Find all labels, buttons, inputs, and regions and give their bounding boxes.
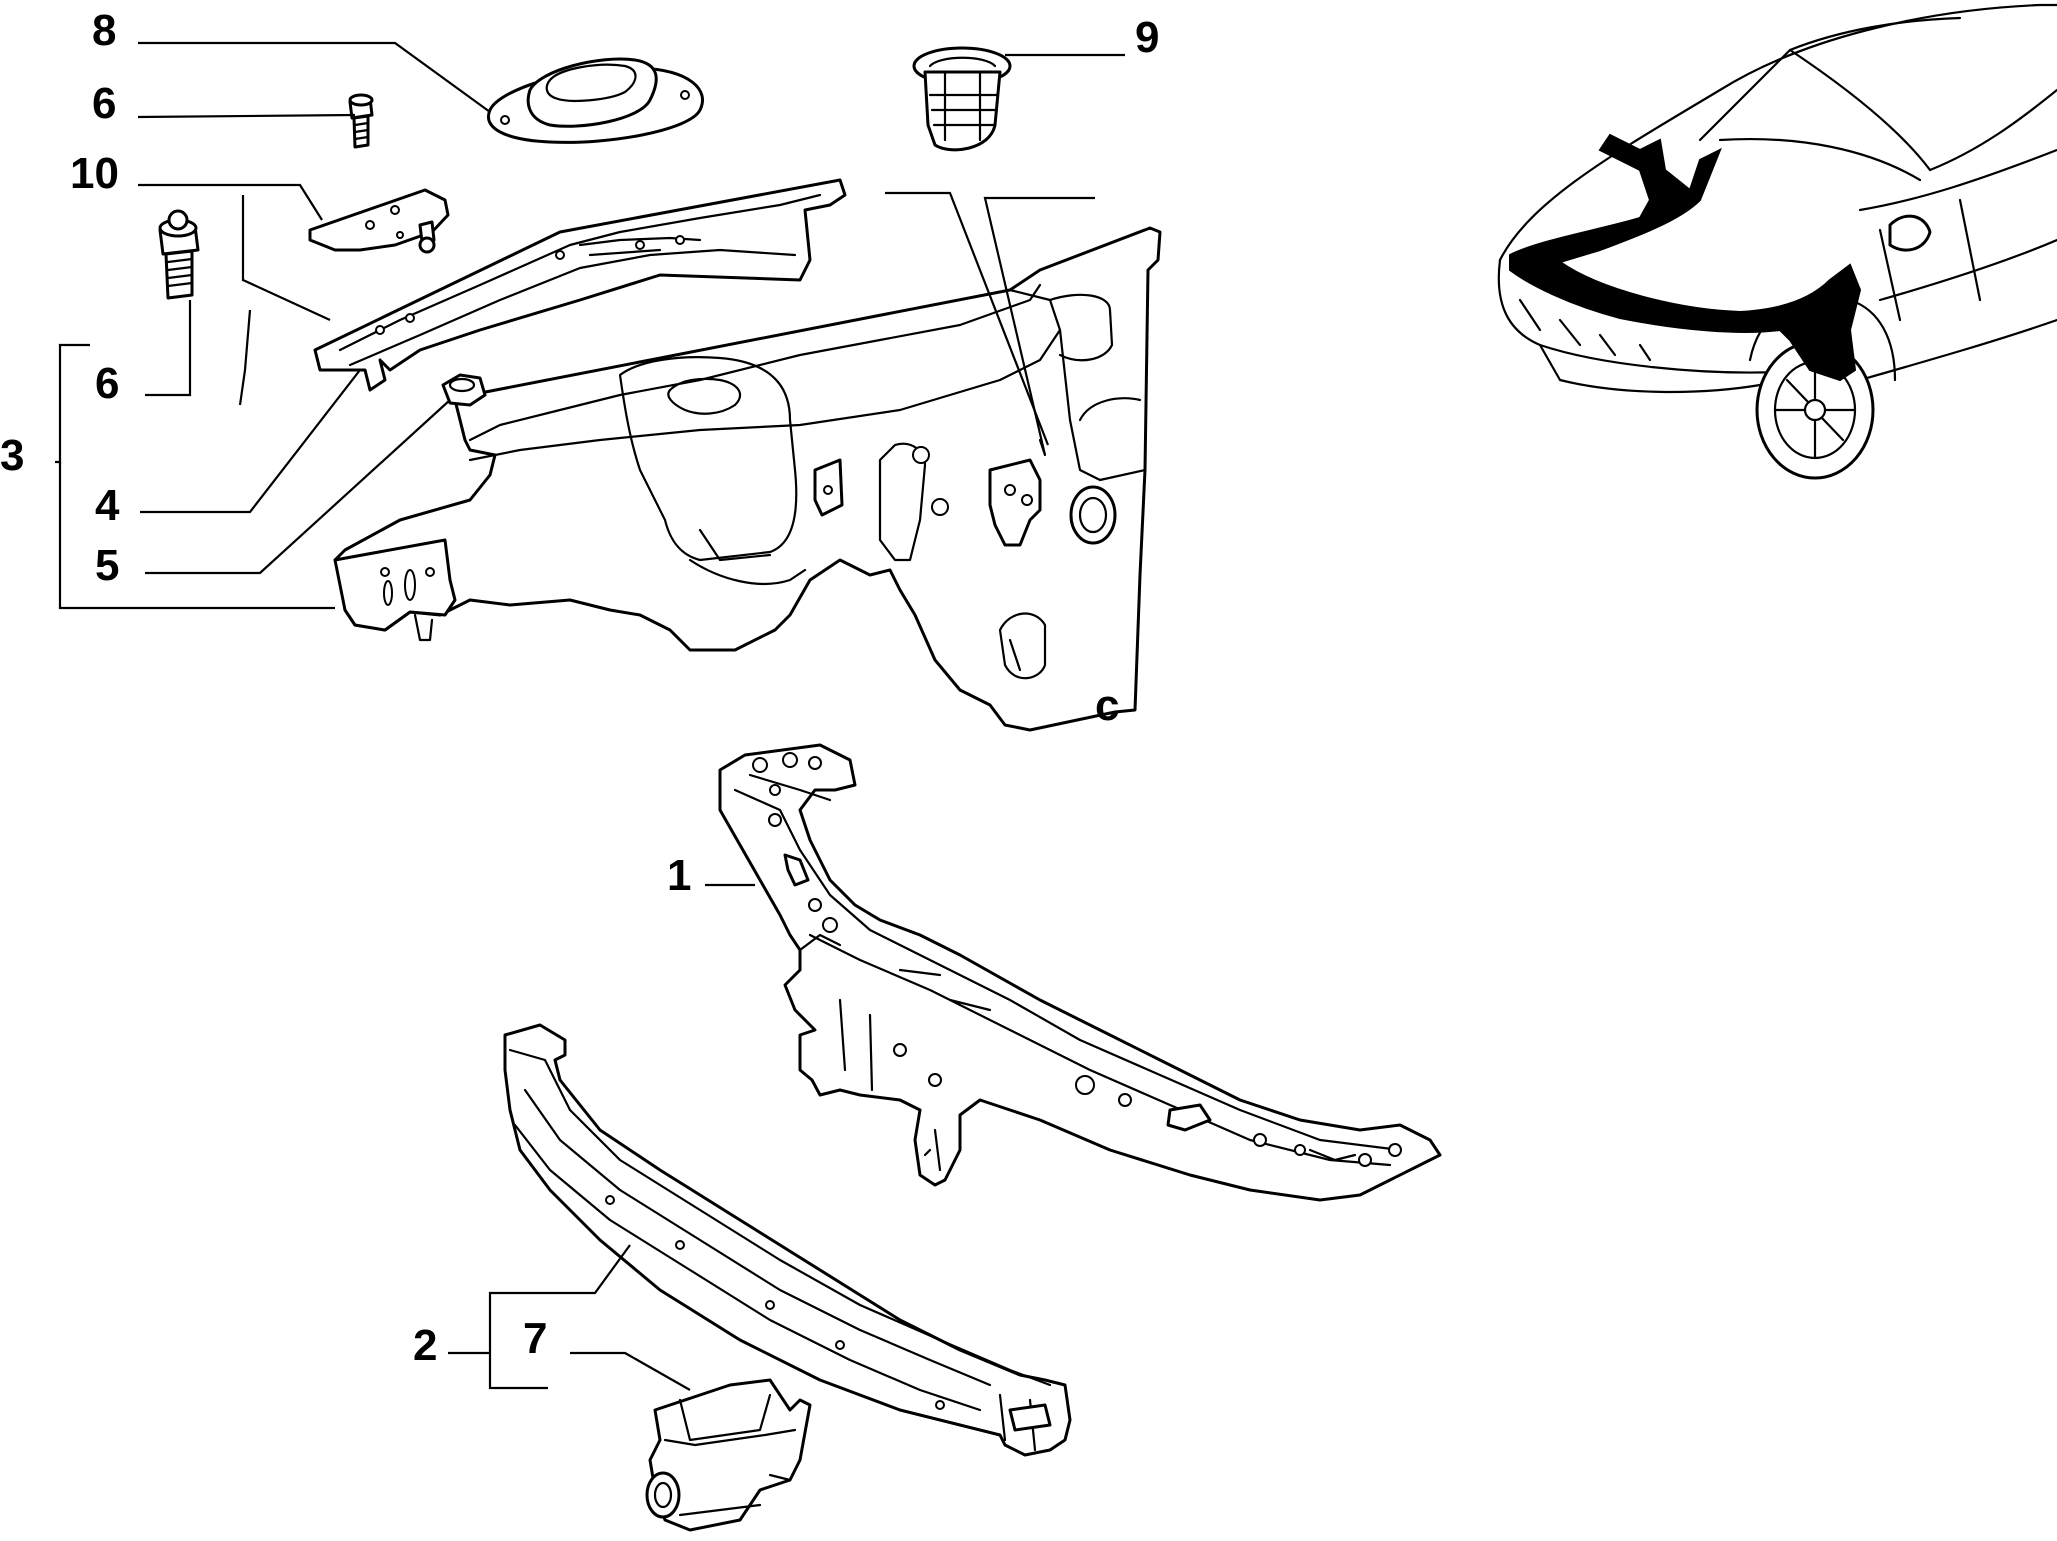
callout-6-large-bolt: 6 (95, 359, 119, 408)
callout-9: 9 (1135, 13, 1159, 62)
callout-labels: 8 6 10 6 3 4 5 9 1 2 7 (0, 6, 1159, 1370)
part-10-bracket (308, 188, 450, 254)
callout-8: 8 (92, 6, 116, 55)
callout-2: 2 (413, 1321, 437, 1370)
callout-10: 10 (70, 149, 119, 198)
part-2-lower-crossmember (503, 1023, 1072, 1457)
part-9-plug-cap (912, 46, 1012, 152)
callout-5: 5 (95, 541, 119, 590)
part-1-upper-crossmember (718, 743, 1442, 1202)
part-7-rubber-mount (645, 1378, 812, 1532)
part-3-mark: c (1095, 681, 1119, 730)
callout-3: 3 (0, 431, 24, 480)
part-3-wheelhouse-assembly: c (333, 226, 1162, 732)
part-6-small-bolt (348, 93, 374, 149)
leader-lines (55, 41, 1125, 1391)
car-overview-illustration (1497, 3, 2057, 480)
part-5-nut (441, 373, 487, 407)
callout-1: 1 (667, 851, 691, 900)
part-8-grommet-plate (487, 57, 704, 144)
part-6-large-bolt (158, 209, 200, 300)
callout-7: 7 (523, 1314, 547, 1363)
callout-4: 4 (95, 481, 120, 530)
part-4-upper-rail (313, 178, 847, 392)
callout-6-small-bolt: 6 (92, 79, 116, 128)
